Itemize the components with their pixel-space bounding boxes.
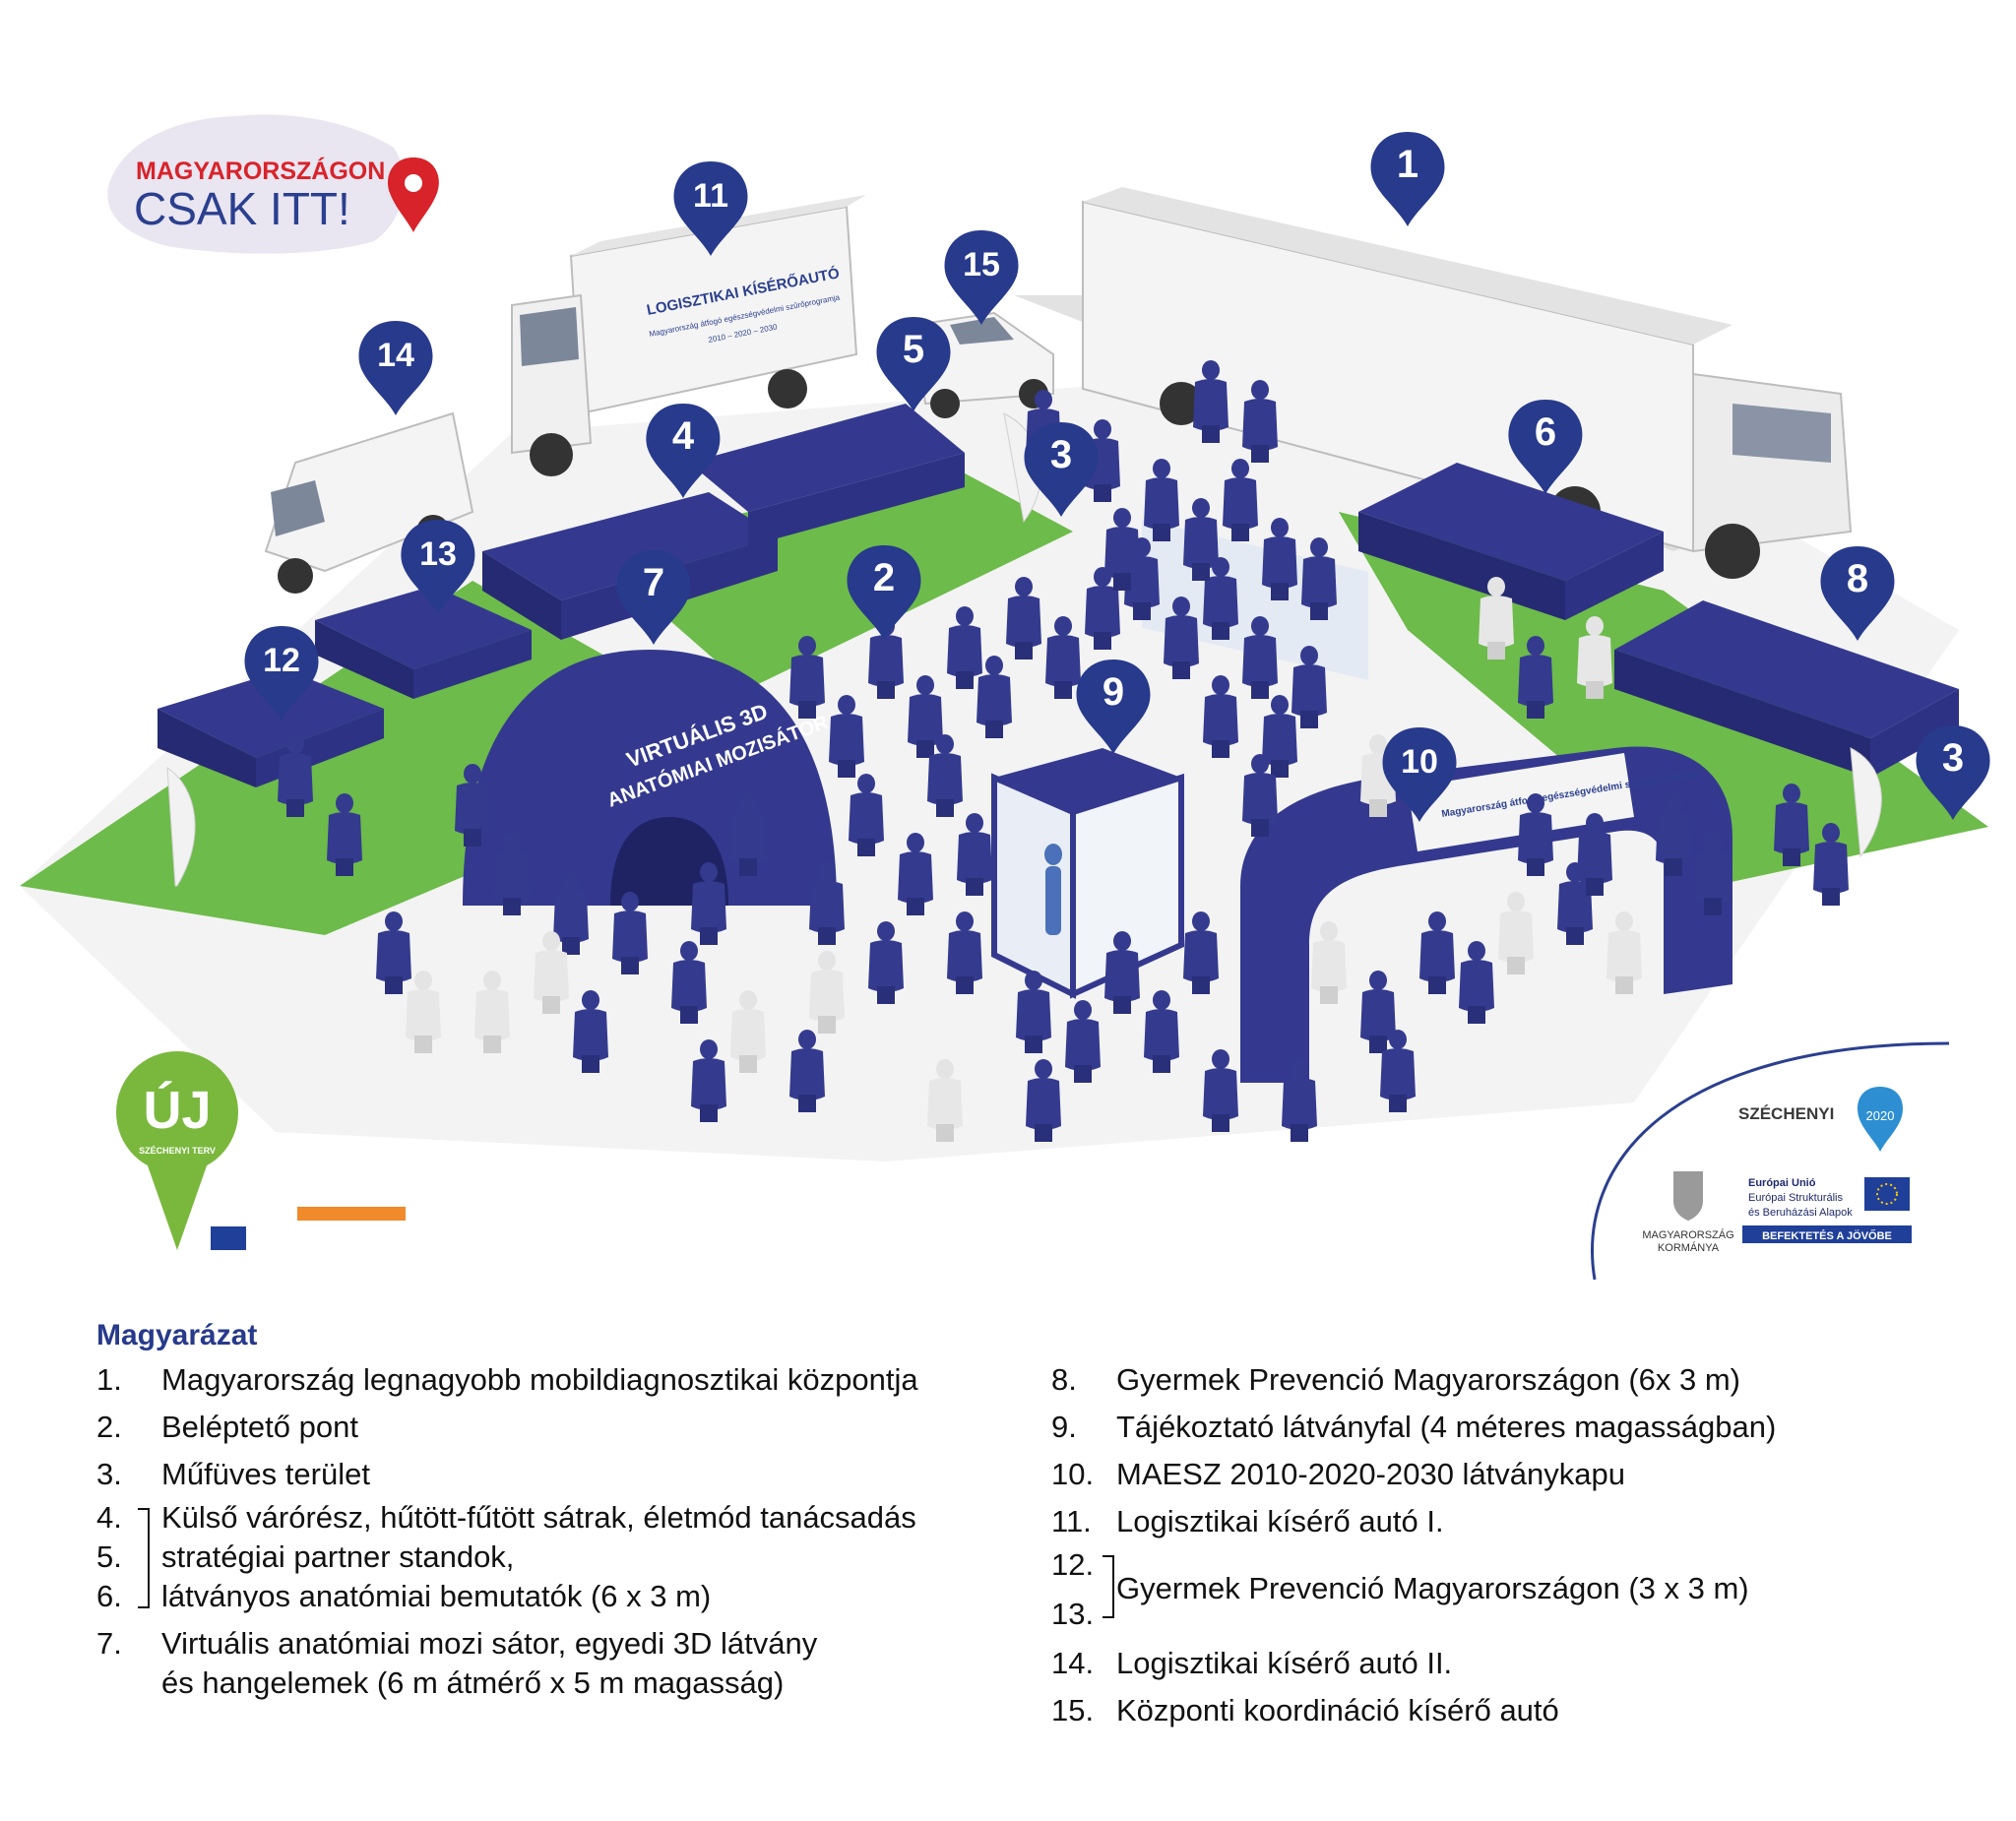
szechenyi-arc <box>1591 1041 1950 1281</box>
legend-item-15: 15. Központi koordináció kísérő autó <box>1051 1693 1559 1727</box>
marker-8: 8 <box>1820 546 1895 641</box>
eu-flag-icon <box>1864 1177 1910 1211</box>
marker-2: 2 <box>847 545 921 640</box>
legend-item-2: 2. Beléptető pont <box>96 1410 358 1444</box>
marker-1: 1 <box>1370 132 1445 226</box>
legend-item-7: 7. Virtuális anatómiai mozi sátor, egyed… <box>96 1626 818 1700</box>
svg-text:14: 14 <box>377 337 414 374</box>
legend-item-8: 8. Gyermek Prevenció Magyarországon (6x … <box>1051 1362 1741 1397</box>
legend-brace <box>1102 1555 1114 1618</box>
marker-13: 13 <box>401 520 475 614</box>
gov-line2: KORMÁNYA <box>1658 1241 1720 1254</box>
tent-13 <box>315 586 532 699</box>
legend-item-10: 10. MAESZ 2010-2020-2030 látványkapu <box>1051 1457 1625 1491</box>
location-pin-icon <box>388 157 439 232</box>
legend-item-4-6: 4. 5. 6. Külső várórész, hűtött-fűtött s… <box>96 1500 916 1613</box>
svg-text:6: 6 <box>1535 410 1556 454</box>
szechenyi-2020-badge: 2020 <box>1857 1087 1904 1152</box>
svg-text:13: 13 <box>419 535 457 573</box>
marker-4: 4 <box>646 404 721 498</box>
svg-text:11: 11 <box>693 177 728 215</box>
uj-logo-text: ÚJ <box>143 1081 211 1140</box>
legend-column-left: 1. Magyarország legnagyobb mobildiagnosz… <box>96 1356 1022 1707</box>
svg-text:2: 2 <box>873 556 895 599</box>
gov-line1: MAGYARORSZÁG <box>1642 1228 1733 1241</box>
svg-text:12: 12 <box>263 642 300 679</box>
event-layout-illustration: LOGISZTIKAI KÍSÉRŐAUTÓ Magyarország átfo… <box>20 114 1990 1281</box>
uj-szechenyi-terv-logo: ÚJ SZÉCHENYI TERV <box>116 1051 406 1250</box>
marker-3-right: 3 <box>1916 725 1990 820</box>
svg-text:2020: 2020 <box>1866 1108 1895 1123</box>
logo-line2: CSAK ITT! <box>134 183 350 234</box>
marker-3-center: 3 <box>1024 422 1099 517</box>
uj-logo-subtext: SZÉCHENYI TERV <box>139 1146 216 1156</box>
eu-banner-text: BEFEKTETÉS A JÖVŐBE <box>1762 1229 1892 1242</box>
legend-item-1: 1. Magyarország legnagyobb mobildiagnosz… <box>96 1362 918 1397</box>
svg-text:1: 1 <box>1397 143 1418 186</box>
marker-10: 10 <box>1382 727 1457 822</box>
flag-left <box>166 767 196 887</box>
marker-7: 7 <box>616 550 691 645</box>
tent-6 <box>1358 463 1664 620</box>
marker-6: 6 <box>1508 400 1583 494</box>
eu-line3: és Beruházási Alapok <box>1748 1207 1853 1219</box>
hungarian-coat-of-arms-icon <box>1673 1171 1703 1221</box>
marker-14: 14 <box>358 321 433 415</box>
svg-text:10: 10 <box>1401 743 1438 781</box>
svg-text:8: 8 <box>1847 557 1868 600</box>
csak-itt-logo: MAGYARORSZÁGON CSAK ITT! <box>107 114 439 254</box>
svg-text:3: 3 <box>1050 433 1072 476</box>
marker-5: 5 <box>876 317 951 411</box>
maesz-inflatable-arch: Magyarország átfogó egészségvédelmi szűr… <box>1240 746 1732 1083</box>
svg-text:7: 7 <box>643 561 664 604</box>
grass-area-center <box>591 463 1073 689</box>
eu-line2: Európai Strukturális <box>1748 1192 1843 1204</box>
eu-banner <box>1742 1225 1912 1243</box>
svg-text:3: 3 <box>1942 736 1964 780</box>
legend-item-11: 11. Logisztikai kísérő autó I. <box>1051 1504 1444 1538</box>
marker-11: 11 <box>673 161 748 256</box>
svg-text:9: 9 <box>1102 670 1124 714</box>
eu-line1: Európai Unió <box>1748 1177 1816 1189</box>
marker-12: 12 <box>244 626 319 721</box>
szechenyi-label: SZÉCHENYI <box>1738 1104 1834 1123</box>
info-wall-pillar <box>991 748 1184 999</box>
legend-column-right: 8. Gyermek Prevenció Magyarországon (6x … <box>1051 1356 1977 1734</box>
legend-item-12-13: 12. 13. Gyermek Prevenció Magyarországon… <box>1051 1547 1749 1631</box>
legend-title: Magyarázat <box>96 1319 258 1351</box>
logistics-truck-1: LOGISZTIKAI KÍSÉRŐAUTÓ Magyarország átfo… <box>511 195 866 476</box>
legend-item-14: 14. Logisztikai kísérő autó II. <box>1051 1646 1453 1680</box>
legend-item-9: 9. Tájékoztató látványfal (4 méteres mag… <box>1051 1410 1777 1444</box>
tent-5 <box>689 404 965 546</box>
marker-9: 9 <box>1076 659 1151 754</box>
flag-right <box>1850 747 1882 858</box>
svg-text:4: 4 <box>672 414 695 458</box>
tent-8 <box>1614 600 1959 778</box>
legend-brace <box>138 1508 150 1608</box>
marker-15: 15 <box>944 230 1019 325</box>
svg-text:5: 5 <box>903 328 924 371</box>
svg-text:15: 15 <box>963 246 1000 283</box>
logo-line1: MAGYARORSZÁGON <box>136 157 385 185</box>
legend-item-3: 3. Műfüves terület <box>96 1457 370 1491</box>
